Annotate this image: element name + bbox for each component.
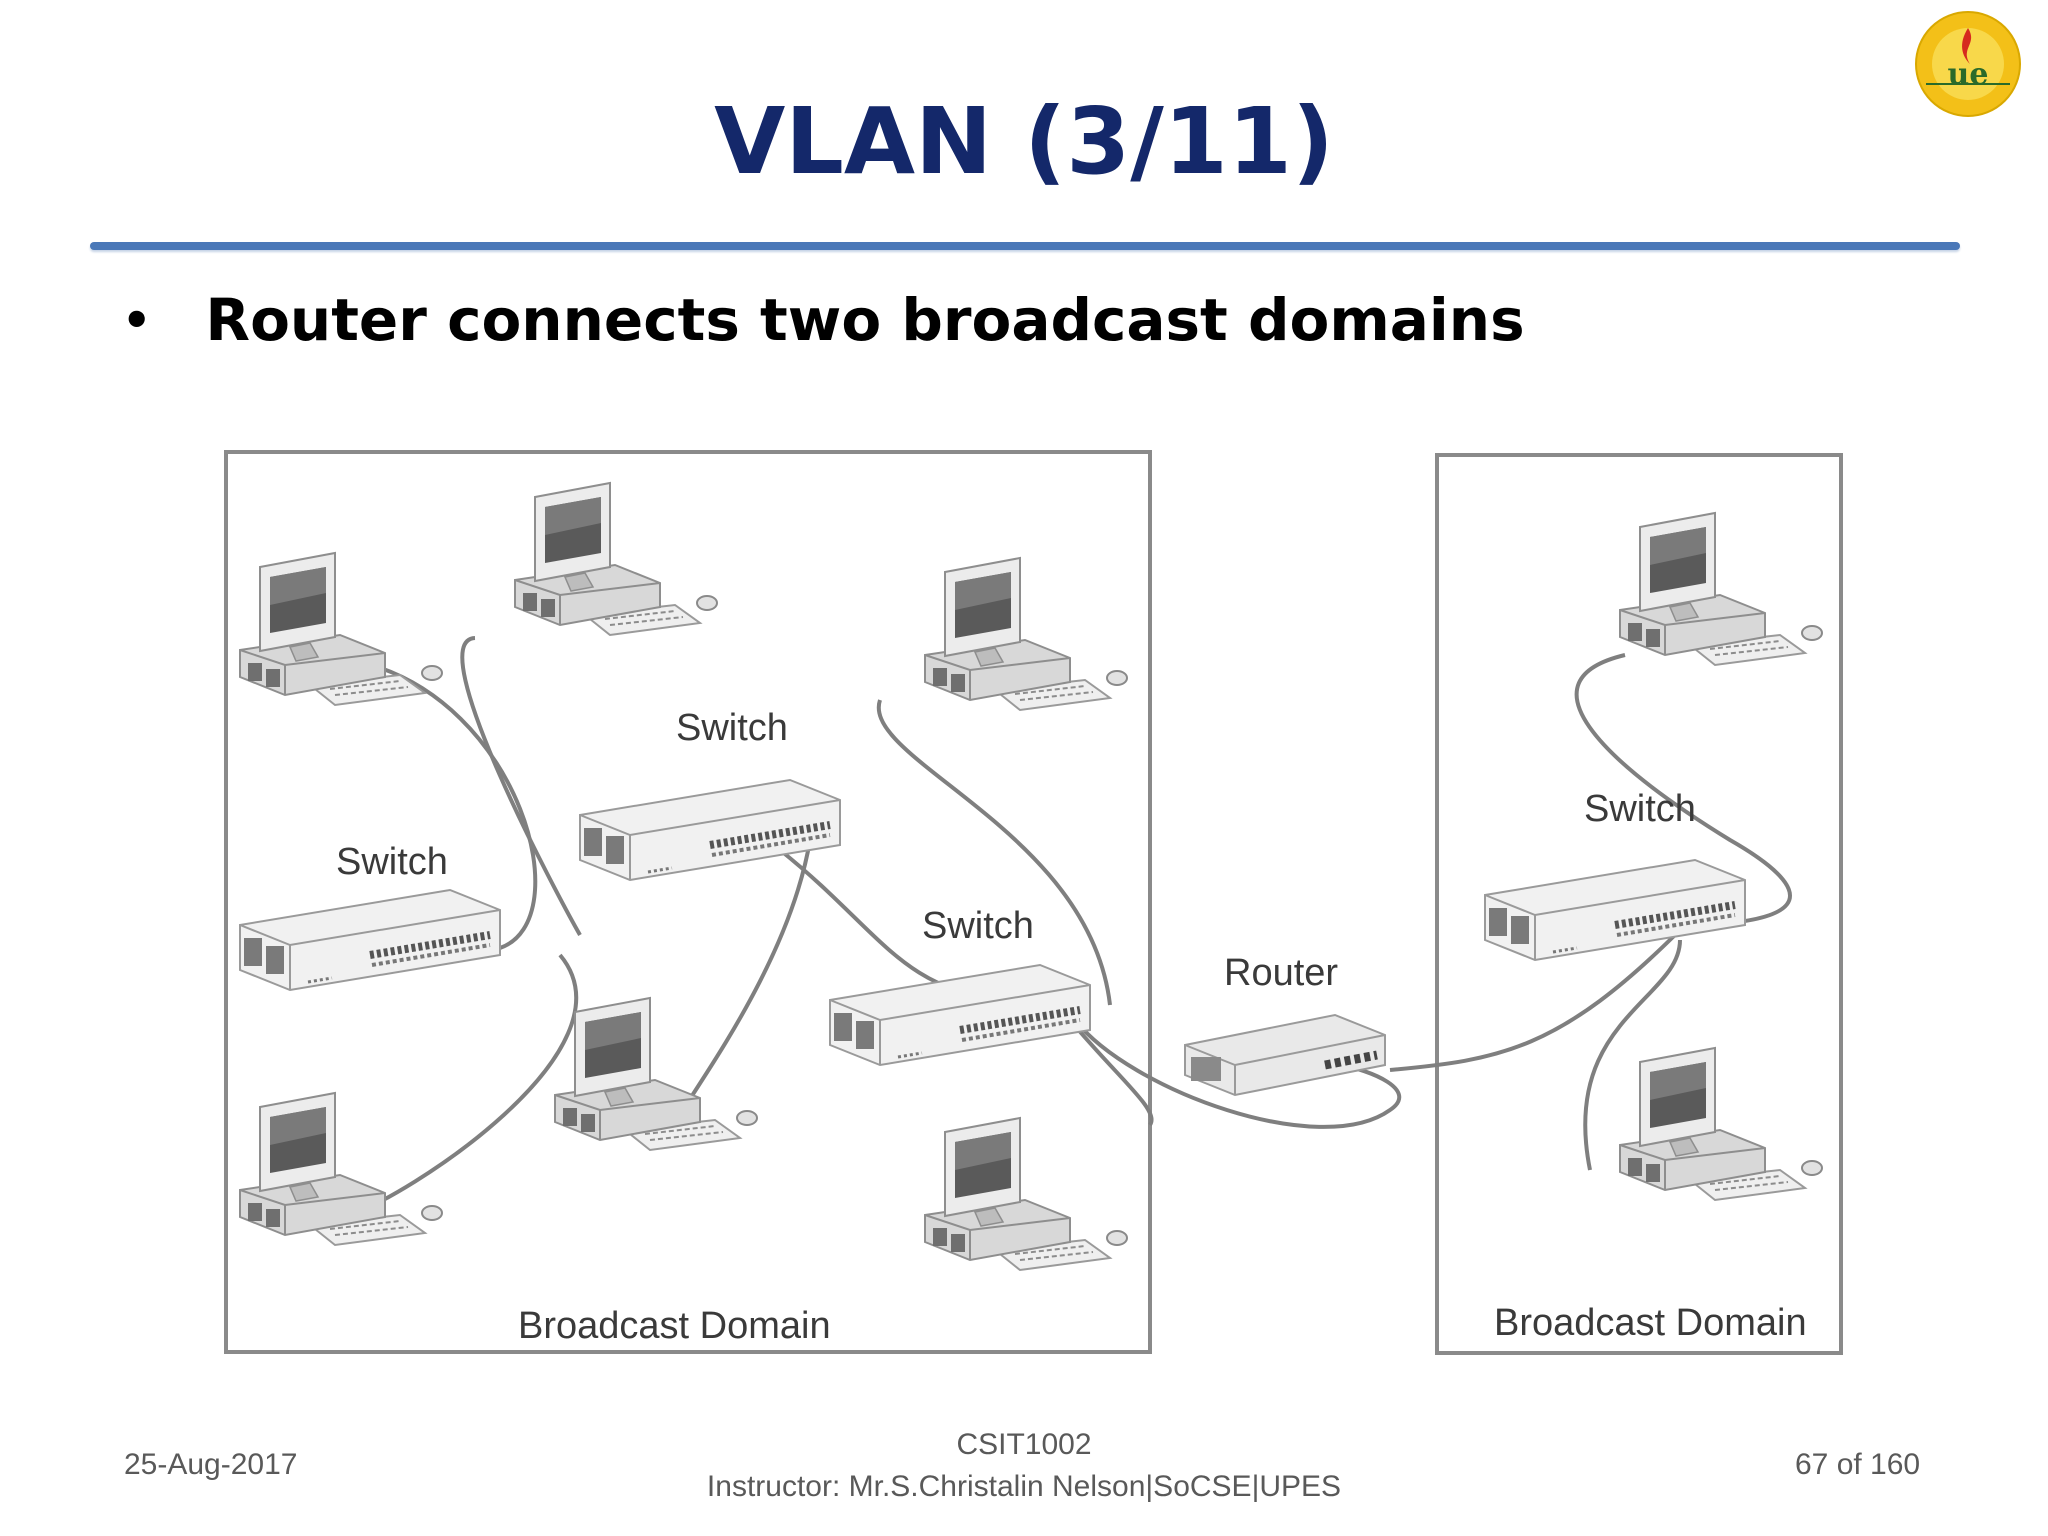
pc-icon <box>1619 1047 1823 1201</box>
svg-text:ue: ue <box>1948 57 1989 92</box>
switch-icon <box>240 890 500 990</box>
footer-instructor: Instructor: Mr.S.Christalin Nelson|SoCSE… <box>706 1470 1342 1503</box>
router-icon <box>1185 1015 1385 1095</box>
pc-icon <box>239 1092 443 1246</box>
pc-icon <box>924 557 1128 711</box>
pc-icon <box>924 1117 1128 1271</box>
bullet-text: Router connects two broadcast domains <box>205 286 1525 354</box>
pc-icon <box>514 482 718 636</box>
switch-label: Switch <box>336 841 448 883</box>
slide-title: VLAN (3/11) <box>714 88 1334 195</box>
bullet-icon: • <box>122 293 152 347</box>
pc-icon <box>239 552 443 706</box>
footer-center: CSIT1002 Instructor: Mr.S.Christalin Nel… <box>0 1424 2048 1508</box>
footer-course: CSIT1002 <box>956 1428 1092 1461</box>
pc-icon <box>1619 512 1823 666</box>
title-divider <box>90 242 1960 250</box>
footer-page-number: 67 of 160 <box>1795 1448 1921 1481</box>
switch-label: Switch <box>676 707 788 749</box>
bullet-point: • Router connects two broadcast domains <box>122 286 1525 354</box>
switch-label: Switch <box>1584 788 1696 830</box>
pc-icon <box>554 997 758 1151</box>
router-label: Router <box>1224 952 1338 994</box>
footer-date: 25-Aug-2017 <box>124 1448 298 1481</box>
left-broadcast-domain <box>224 450 1152 1354</box>
switch-icon <box>1485 860 1745 960</box>
upes-logo: ue <box>1915 11 2021 117</box>
right-broadcast-domain <box>1435 453 1843 1355</box>
right-domain-label: Broadcast Domain <box>1494 1302 1807 1344</box>
switch-label: Switch <box>922 905 1034 947</box>
switch-icon <box>830 965 1090 1065</box>
network-cables <box>349 636 1792 1217</box>
left-domain-label: Broadcast Domain <box>518 1305 831 1347</box>
